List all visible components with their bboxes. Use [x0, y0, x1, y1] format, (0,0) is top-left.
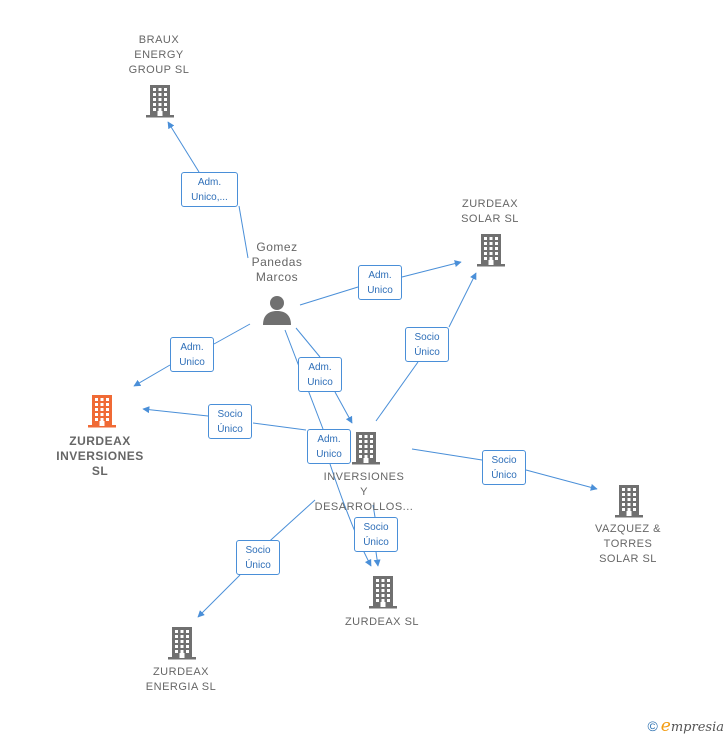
edge-line-1: [238, 205, 249, 259]
edge-line-8: [334, 391, 353, 424]
edge-label-line: Unico: [179, 357, 205, 368]
edge-line-13: [375, 361, 419, 422]
edge-line-16: [525, 469, 598, 491]
edge-label-line: Unico,...: [191, 192, 228, 203]
zurdeax-sl-building-icon[interactable]: [368, 575, 398, 614]
zurdeax-solar-building-icon[interactable]: [476, 233, 506, 272]
edge-label-line: Socio: [491, 455, 517, 466]
edge-line-5: [213, 323, 251, 345]
edge-label-line: Adm.: [180, 342, 204, 353]
brand-name: empresia: [661, 716, 724, 736]
edge-label-gomez-braux[interactable]: Adm. Unico,...: [181, 172, 238, 207]
edge-line-18: [373, 551, 381, 567]
zurdeax-energia-building-icon[interactable]: [167, 626, 197, 665]
edge-label-line: Adm.: [308, 362, 332, 373]
vazquez-torres-building-icon[interactable]: [614, 484, 644, 523]
vazquez-torres-label[interactable]: VAZQUEZ & TORRES SOLAR SL: [594, 523, 662, 565]
brand-initial: e: [660, 716, 671, 736]
gomez-label[interactable]: Gomez Panedas Marcos: [251, 240, 303, 284]
edge-label-line: Unico: [367, 285, 393, 296]
copyright-symbol: ©: [647, 718, 658, 734]
braux-building-icon[interactable]: [145, 84, 175, 123]
edge-label-gomez-zsl[interactable]: Adm. Unico: [307, 429, 351, 464]
edge-line-15: [411, 448, 483, 461]
footer-brand[interactable]: © empresia: [647, 716, 724, 736]
edge-line-6: [133, 364, 171, 387]
edge-line-14: [448, 272, 477, 328]
edge-label-gomez-zsolar[interactable]: Adm. Unico: [358, 265, 402, 300]
inversiones-desarrollos-label[interactable]: INVERSIONES Y DESARROLLOS...: [314, 471, 414, 513]
zurdeax-solar-label[interactable]: ZURDEAX SOLAR SL: [461, 198, 519, 225]
edge-label-line: Unico: [307, 377, 333, 388]
edge-line-17: [372, 504, 376, 518]
edge-label-line: Socio: [217, 409, 243, 420]
edge-label-line: Único: [245, 560, 271, 571]
edge-label-line: Socio: [245, 545, 271, 556]
inversiones-desarrollos-building-icon[interactable]: [351, 431, 381, 470]
edge-line-20: [197, 574, 241, 618]
edge-label-line: Unico: [316, 449, 342, 460]
edge-line-4: [401, 260, 462, 278]
edge-line-9: [252, 422, 307, 431]
zurdeax-inversiones-label[interactable]: ZURDEAX INVERSIONES SL: [56, 434, 144, 478]
edge-line-3: [299, 286, 359, 306]
edge-line-10: [142, 406, 209, 417]
edge-label-gomez-invdes[interactable]: Adm. Unico: [298, 357, 342, 392]
zurdeax-sl-label[interactable]: ZURDEAX SL: [344, 616, 420, 628]
edge-label-gomez-zinv[interactable]: Adm. Unico: [170, 337, 214, 372]
edge-label-line: Único: [363, 537, 389, 548]
edge-label-line: Adm.: [197, 177, 222, 188]
edge-label-line: Socio: [414, 332, 440, 343]
edge-label-line: Único: [491, 470, 517, 481]
edge-label-line: Adm.: [368, 270, 392, 281]
zurdeax-inversiones-building-icon[interactable]: [87, 394, 117, 433]
braux-label[interactable]: BRAUX ENERGY GROUP SL: [128, 34, 190, 76]
edge-label-line: Único: [217, 424, 243, 435]
brand-rest: mpresia: [670, 720, 724, 735]
edge-label-line: Adm.: [317, 434, 341, 445]
edge-line-2: [167, 121, 200, 173]
edge-line-12: [329, 463, 372, 567]
gomez-person-icon[interactable]: [262, 294, 292, 331]
edge-label-line: Socio: [363, 522, 389, 533]
edge-label-line: Único: [414, 347, 440, 358]
zurdeax-energia-label[interactable]: ZURDEAX ENERGIA SL: [145, 666, 217, 693]
edge-line-7: [295, 327, 321, 358]
